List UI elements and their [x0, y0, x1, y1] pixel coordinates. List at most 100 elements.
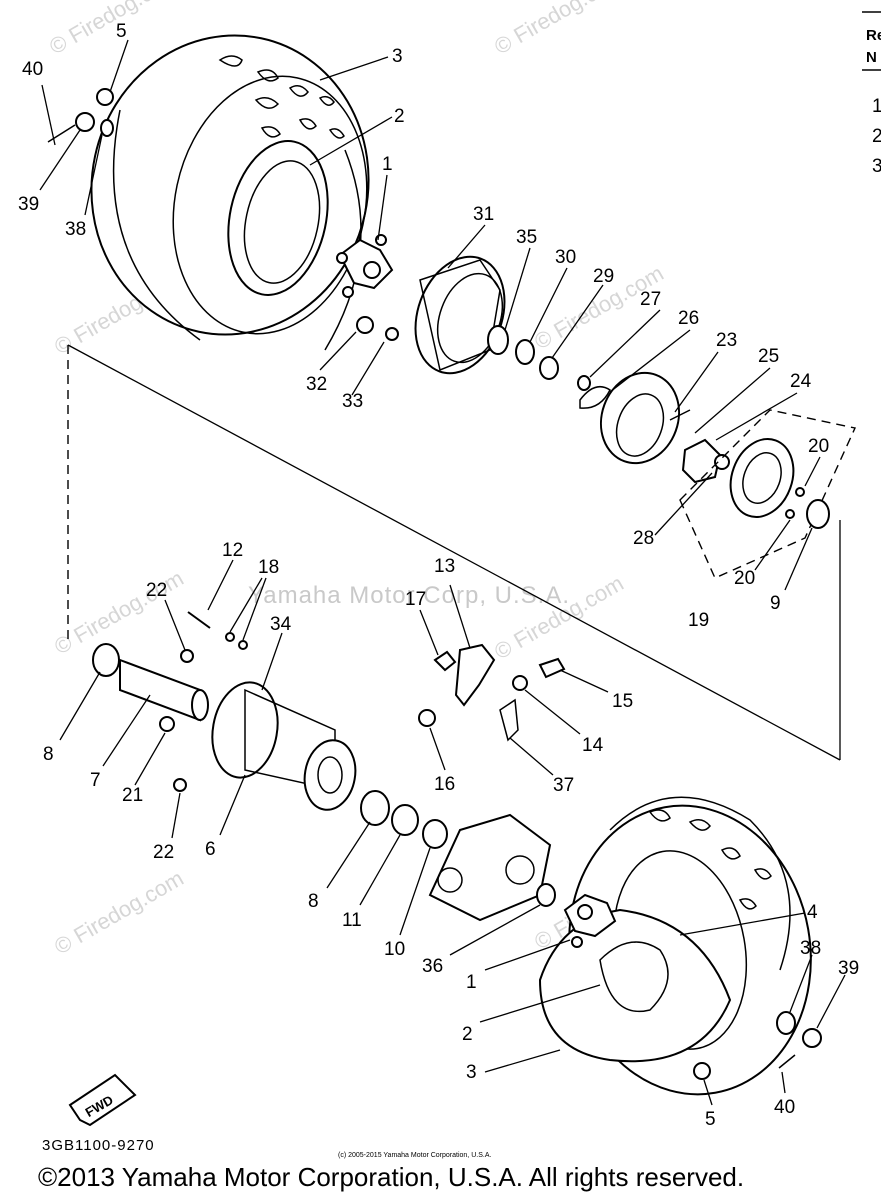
part-label: 37 — [553, 775, 574, 796]
part-label: 3 — [466, 1062, 477, 1083]
hub-9 — [806, 499, 830, 529]
bolt-15 — [538, 657, 566, 679]
part-label: 2 — [394, 106, 405, 127]
part-label: 26 — [678, 308, 699, 329]
front-tire-upper — [90, 34, 370, 351]
watermark: © Firedog.com — [45, 0, 183, 59]
part-label: 39 — [838, 958, 859, 979]
part-label: 10 — [384, 939, 405, 960]
part-label: 20 — [734, 568, 755, 589]
spacer-7 — [119, 658, 201, 722]
part-label: 16 — [434, 774, 455, 795]
oring-18a — [225, 632, 235, 642]
column-row: 1 — [872, 96, 881, 117]
part-label: 8 — [308, 891, 319, 912]
brake-shoe-plate — [599, 371, 691, 465]
clip-17 — [433, 650, 457, 672]
part-label: 22 — [146, 580, 167, 601]
part-label: 20 — [808, 436, 829, 457]
pin-40-top — [47, 124, 76, 143]
part-label: 15 — [612, 691, 633, 712]
watermark-center: Yamaha Motor Corp, U.S.A. — [248, 582, 570, 609]
watermark: © Firedog.com — [490, 0, 628, 59]
part-label: 5 — [705, 1109, 716, 1130]
front-tire-lower — [538, 796, 812, 1096]
spring-26 — [579, 385, 611, 409]
part-label: 22 — [153, 842, 174, 863]
part-label: 19 — [688, 610, 709, 631]
part-label: 6 — [205, 839, 216, 860]
part-label: 27 — [640, 289, 661, 310]
nut-29 — [539, 356, 559, 380]
part-label: 38 — [65, 219, 86, 240]
part-label: 7 — [90, 770, 101, 791]
nipple-22-top — [180, 649, 194, 663]
bolt-12 — [187, 611, 211, 629]
part-label: 17 — [405, 589, 426, 610]
part-label: 34 — [270, 614, 292, 635]
part-label: 5 — [116, 21, 127, 42]
part-label: 28 — [633, 528, 654, 549]
part-label: 30 — [555, 247, 576, 268]
washer-38-top — [100, 119, 114, 137]
diagram-code: 3GB1100-9270 — [42, 1137, 155, 1154]
oring-18b — [238, 640, 248, 650]
grease-nipple-21 — [159, 716, 175, 732]
part-label: 1 — [382, 154, 393, 175]
part-label: 18 — [258, 557, 279, 578]
seal-30 — [515, 339, 535, 365]
part-label: 38 — [800, 938, 821, 959]
copyright: ©2013 Yamaha Motor Corporation, U.S.A. A… — [38, 1162, 744, 1192]
seal-36 — [536, 883, 556, 907]
spring-37 — [499, 698, 519, 742]
part-label: 32 — [306, 374, 327, 395]
bearing-11 — [391, 804, 419, 836]
hub-24 — [681, 438, 722, 484]
pin-40-bottom — [778, 1054, 796, 1069]
nut-5-top — [96, 88, 114, 106]
arm-13 — [454, 643, 496, 707]
column-header: Re — [866, 27, 881, 44]
assembly-19-box — [679, 409, 856, 579]
wheel-hub-upper — [336, 234, 394, 298]
bolt-20b — [785, 509, 795, 519]
part-label: 2 — [462, 1024, 473, 1045]
part-label: 21 — [122, 785, 143, 806]
part-label: 9 — [770, 593, 781, 614]
gear-case — [428, 813, 552, 922]
watermark: © Firedog.com — [50, 865, 188, 959]
part-label: 23 — [716, 330, 737, 351]
small-copyright: (c) 2005-2015 Yamaha Motor Corporation, … — [338, 1152, 491, 1159]
part-label: 11 — [342, 910, 362, 931]
part-label: 4 — [807, 902, 818, 923]
part-label: 3 — [392, 46, 403, 67]
part-label: 24 — [790, 371, 812, 392]
part-label: 39 — [18, 194, 39, 215]
part-label: 33 — [342, 391, 363, 412]
nut-16 — [418, 709, 436, 727]
seal-10 — [422, 819, 448, 849]
nut-39-top — [75, 112, 95, 132]
bearing-8-left — [92, 643, 120, 677]
nut-27 — [577, 375, 591, 391]
brake-drum — [414, 255, 509, 375]
washer-38-bottom — [776, 1011, 796, 1035]
part-label: 36 — [422, 956, 443, 977]
bearing-8-mid — [360, 790, 390, 826]
part-label: 29 — [593, 266, 614, 287]
column-row: 2 — [872, 126, 881, 147]
leader-lines — [39, 39, 846, 1106]
part-label: 40 — [22, 59, 43, 80]
part-label: 14 — [582, 735, 604, 756]
part-label: 12 — [222, 540, 243, 561]
bolt-20a — [795, 487, 805, 497]
fwd-arrow: FWD — [68, 1073, 137, 1127]
part-label: 31 — [473, 204, 494, 225]
wheel-hub-lower — [563, 893, 617, 948]
bolt-32 — [356, 316, 374, 334]
part-label: 1 — [466, 972, 477, 993]
washer-33 — [385, 327, 399, 341]
part-label: 25 — [758, 346, 779, 367]
column-row: 3 — [872, 156, 881, 177]
